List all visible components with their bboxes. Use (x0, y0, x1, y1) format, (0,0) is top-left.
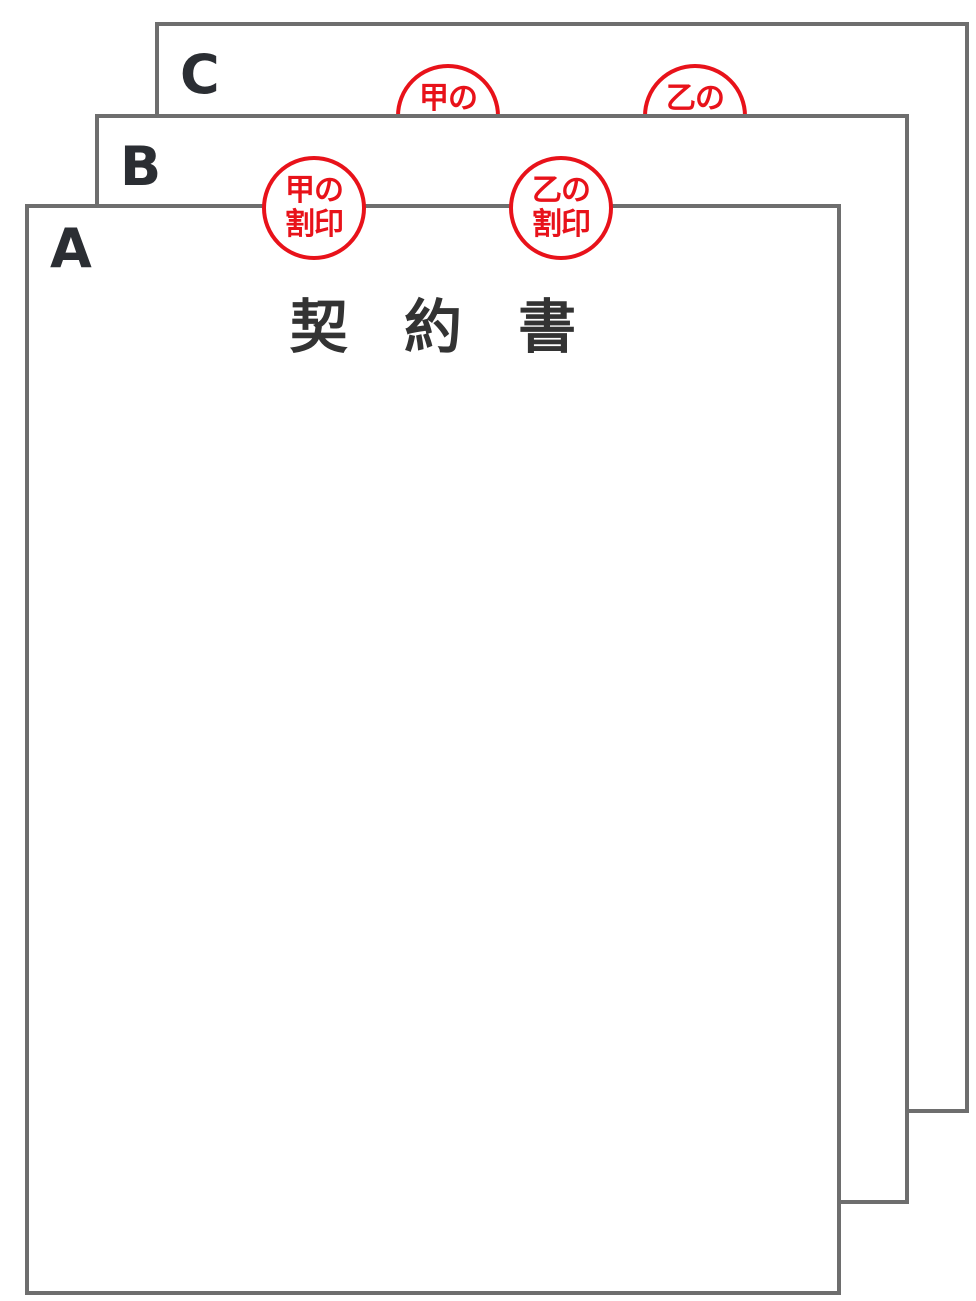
party-otsu-tally-seal: 乙の 割印 (509, 156, 613, 260)
contract-sheet-a (25, 204, 841, 1295)
seal-line-2: 割印 (285, 207, 344, 242)
seal-line-1: 乙の (666, 81, 725, 117)
seal-line-1: 甲の (419, 81, 478, 117)
sheet-label-a: A (50, 217, 92, 280)
seal-line-1: 乙の (532, 173, 591, 209)
party-ko-tally-seal: 甲の 割印 (262, 156, 366, 260)
contract-title: 契 約 書 (289, 293, 595, 361)
seal-line-1: 甲の (285, 173, 344, 209)
seal-line-2: 割印 (532, 207, 591, 242)
sheet-label-b: B (120, 135, 162, 198)
sheet-label-c: C (180, 43, 220, 106)
